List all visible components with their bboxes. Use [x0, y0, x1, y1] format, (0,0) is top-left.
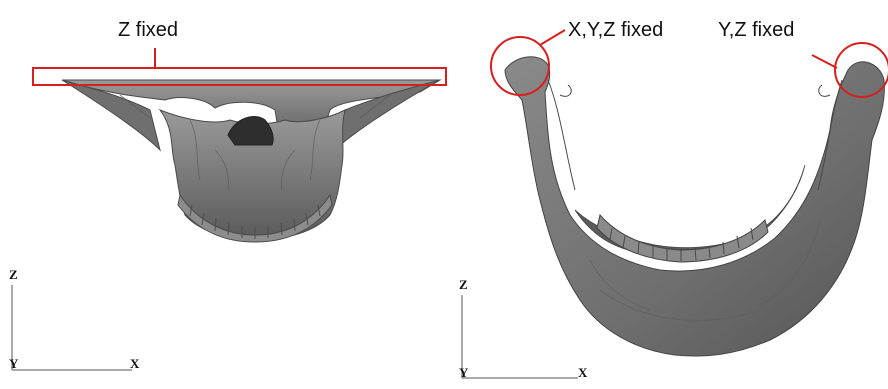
left-axis-x-label: X	[130, 357, 139, 370]
right-condyle-leader-line	[812, 55, 837, 68]
right-axis-z-label: Z	[459, 278, 468, 291]
xyz-fixed-label: X,Y,Z fixed	[568, 20, 663, 40]
left-axis-z-label: Z	[9, 268, 18, 281]
right-axis-y-label: Y	[459, 366, 468, 379]
left-axis-y-label: Y	[9, 357, 18, 370]
left-axis-triad	[12, 285, 132, 370]
left-condyle-leader-line	[540, 30, 565, 45]
mandible-model	[505, 57, 884, 356]
yz-fixed-label: Y,Z fixed	[718, 20, 794, 40]
z-fixed-label: Z fixed	[118, 20, 178, 40]
maxilla-model	[62, 80, 440, 242]
right-axis-x-label: X	[578, 366, 587, 379]
right-axis-triad	[462, 295, 578, 378]
